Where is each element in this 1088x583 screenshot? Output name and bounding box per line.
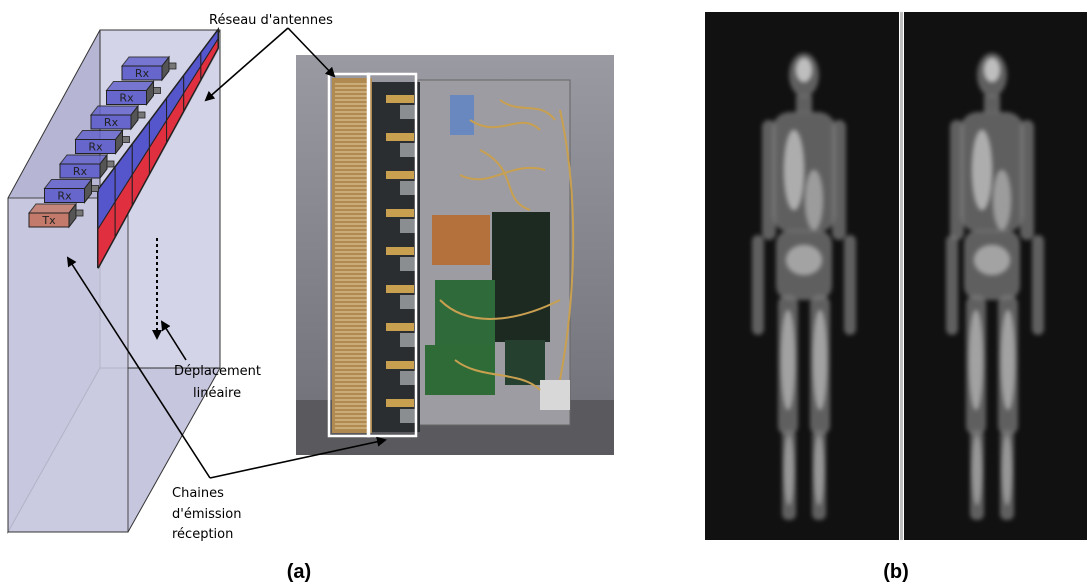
rx-module: Rx [89,104,146,131]
module-label: Rx [119,92,134,105]
mmw-scan-images [705,12,1087,540]
circuit-board-lower [425,345,495,395]
arrow-antenna-to-photo [287,27,336,78]
hardware-photo [296,55,614,455]
orange-board [432,215,490,265]
chains-highlight-box [366,72,418,438]
rx-module: Rx [43,178,99,204]
module-label: Tx [41,214,56,227]
arrow-chains-to-photo [209,436,387,479]
caption-a: (a) [287,561,311,583]
rx-module: Rx [120,55,177,82]
module-label: Rx [88,141,103,154]
antenna-array-panel [97,27,220,270]
arrow-chains-to-diagram [66,256,211,479]
antenna-comb [335,83,370,429]
antenna-cell [200,37,219,80]
label-chains-2: d'émission [172,507,241,522]
body-scan-front [752,53,856,520]
caption-b: (b) [883,561,909,583]
rx-module: Rx [74,129,130,155]
label-chains-3: réception [172,527,233,542]
module-label: Rx [104,116,119,129]
transceiver-chain-column [386,95,416,423]
rx-module: Rx [58,153,115,180]
module-label: Rx [73,165,88,178]
label-displacement-1: Déplacement [174,364,261,379]
module-label: Rx [135,67,150,80]
module-label: Rx [57,190,72,203]
tx-module: Tx [27,202,84,229]
label-chains-1: Chaines [172,486,224,501]
label-displacement-2: linéaire [193,386,241,401]
body-scan-side [946,53,1044,520]
circuit-board-right [492,212,550,342]
label-antenna-array: Réseau d'antennes [209,13,333,28]
rx-module: Rx [105,80,161,106]
annotation-arrows [66,27,387,479]
arrow-displacement [160,320,187,361]
coax-wires [439,99,575,391]
circuit-board-top [450,95,474,135]
arrow-antenna-to-diagram [204,27,289,102]
